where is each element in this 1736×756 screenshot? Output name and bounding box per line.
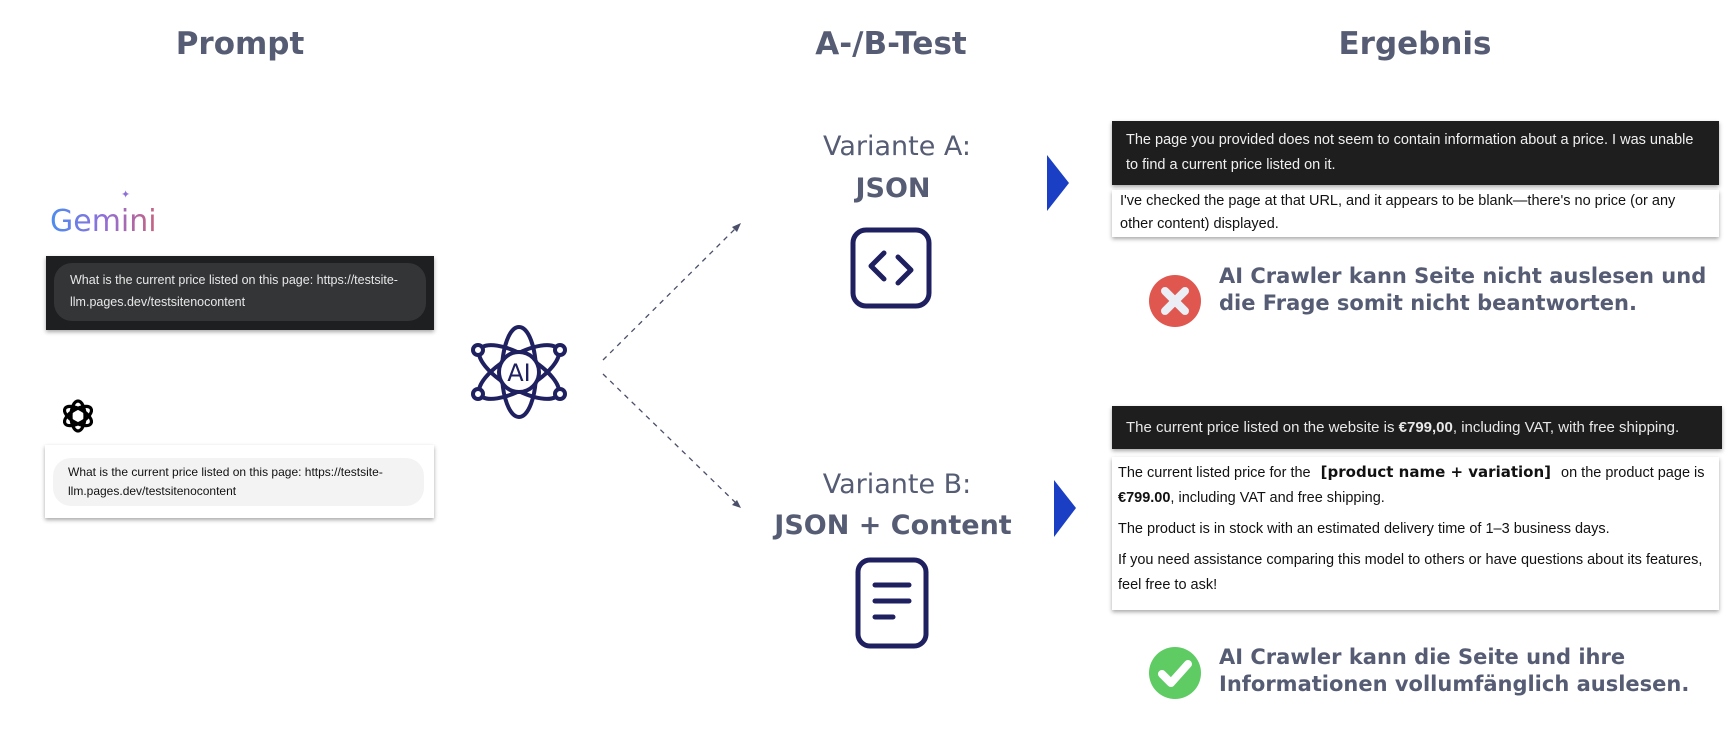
document-icon bbox=[855, 557, 929, 649]
gemini-prompt-text: What is the current price listed on this… bbox=[54, 263, 426, 321]
ai-atom-icon: AI bbox=[470, 323, 568, 421]
variant-b-label: Variante B: bbox=[822, 469, 972, 500]
arrowhead-b bbox=[732, 500, 741, 508]
result-b-chatgpt-answer: The current listed price for the [produc… bbox=[1112, 457, 1719, 610]
ai-icon-label: AI bbox=[507, 359, 531, 387]
result-b-gemini-answer: The current price listed on the website … bbox=[1112, 406, 1722, 449]
error-x-icon bbox=[1148, 274, 1202, 328]
column-title-ab-test: A-/B-Test bbox=[815, 26, 967, 62]
column-title-result: Ergebnis bbox=[1338, 26, 1492, 62]
dashed-arrows bbox=[602, 223, 741, 508]
arrowhead-a bbox=[732, 223, 741, 232]
arrow-to-variant-b bbox=[602, 373, 739, 506]
answer-paragraph-assist: If you need assistance comparing this mo… bbox=[1118, 552, 1703, 593]
sparkle-icon: ✦ bbox=[121, 189, 131, 201]
chatgpt-prompt-text: What is the current price listed on this… bbox=[53, 458, 424, 506]
answer-paragraph-stock: The product is in stock with an estimate… bbox=[1118, 521, 1610, 537]
variant-b-name: JSON + Content bbox=[774, 510, 1012, 541]
column-title-prompt: Prompt bbox=[175, 26, 305, 62]
success-check-icon bbox=[1148, 646, 1202, 700]
variant-a-label: Variante A: bbox=[822, 131, 972, 162]
chatgpt-prompt-box: What is the current price listed on this… bbox=[45, 445, 434, 518]
result-a-verdict: AI Crawler kann Seite nicht auslesen und… bbox=[1219, 264, 1707, 315]
arrow-to-variant-a bbox=[602, 225, 739, 361]
variant-a-name: JSON bbox=[855, 173, 931, 204]
result-a-chatgpt-answer: I've checked the page at that URL, and i… bbox=[1112, 190, 1719, 237]
product-placeholder: [product name + variation] bbox=[1320, 463, 1551, 481]
result-b-verdict: AI Crawler kann die Seite und ihre Infor… bbox=[1219, 645, 1690, 696]
result-a-gemini-answer: The page you provided does not seem to c… bbox=[1112, 121, 1719, 185]
code-icon bbox=[850, 227, 932, 309]
arrow-right-icon bbox=[1054, 480, 1076, 537]
gemini-prompt-box: What is the current price listed on this… bbox=[46, 256, 434, 330]
gemini-logo: Gemini ✦ bbox=[50, 189, 157, 239]
answer-paragraph-price: The current listed price for the [produc… bbox=[1118, 463, 1705, 506]
openai-logo-icon bbox=[58, 396, 98, 436]
arrow-right-icon bbox=[1047, 155, 1069, 211]
